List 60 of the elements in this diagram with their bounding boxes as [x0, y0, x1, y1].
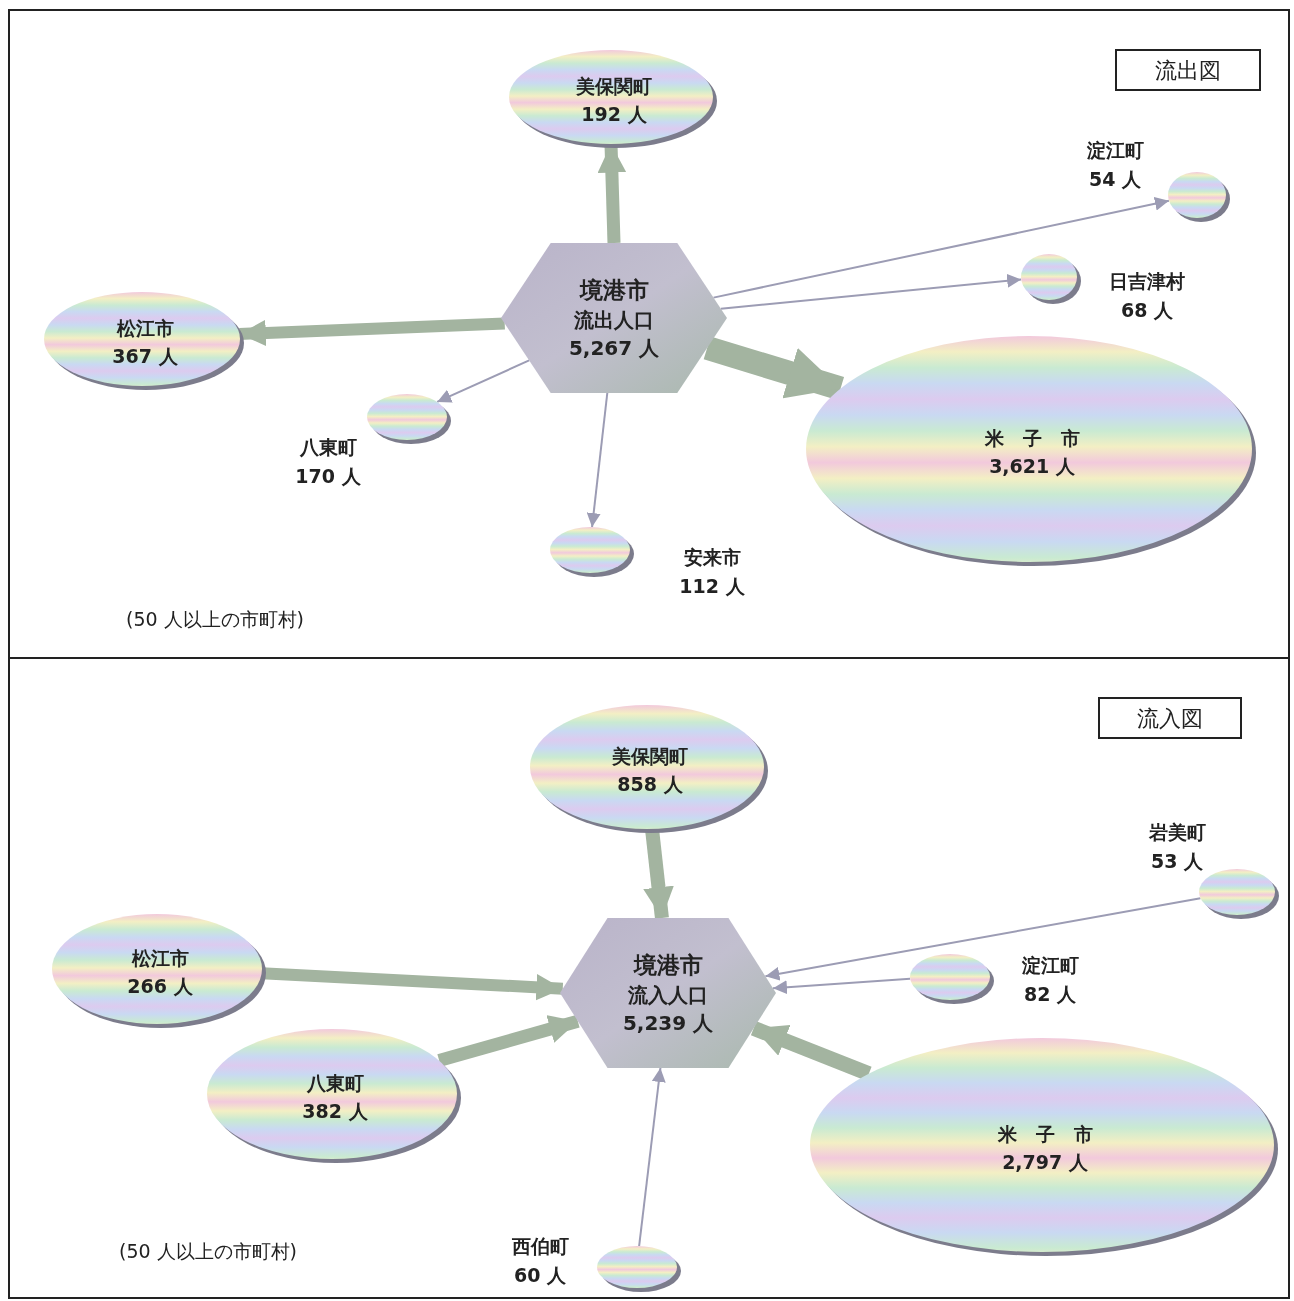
place-name: 米 子 市 — [997, 1121, 1093, 1147]
arrow — [239, 317, 505, 347]
place-name: 日吉津村 — [1109, 268, 1185, 294]
title-box — [1115, 49, 1261, 91]
population-count: 858 人 — [617, 772, 683, 797]
population-count: 3,621 人 — [989, 454, 1075, 479]
place-name: 美保関町 — [576, 73, 652, 99]
place-ellipse — [206, 1028, 464, 1166]
place-name: 松江市 — [116, 315, 174, 341]
population-count: 5,267 人 — [568, 335, 660, 363]
arrow — [719, 273, 1023, 310]
place-ellipse — [43, 291, 247, 393]
note: (50 人以上の市町村) — [126, 607, 304, 632]
note: (50 人以上の市町村) — [119, 1239, 297, 1264]
arrow — [437, 1014, 580, 1067]
arrow — [771, 977, 912, 995]
population-count: 367 人 — [112, 344, 178, 369]
place-name: 境港市 — [633, 950, 703, 980]
place-ellipse — [51, 913, 269, 1031]
place-name: 八東町 — [306, 1070, 364, 1096]
population-count: 流入人口 — [628, 982, 708, 1010]
population-count: 流出人口 — [574, 307, 654, 335]
population-count: 5,239 人 — [622, 1010, 714, 1038]
population-count: 68 人 — [1120, 297, 1174, 323]
population-count: 60 人 — [513, 1262, 567, 1288]
place-name: 淀江町 — [1086, 137, 1144, 163]
place-name: 西伯町 — [511, 1233, 569, 1259]
arrow — [764, 897, 1202, 981]
place-name: 淀江町 — [1021, 952, 1079, 978]
place-name: 松江市 — [131, 945, 189, 971]
arrow — [712, 196, 1170, 299]
population-count: 2,797 人 — [1002, 1150, 1088, 1175]
arrow — [436, 359, 531, 403]
place-name: 流出図 — [1155, 56, 1221, 85]
place-name: 八東町 — [299, 434, 357, 460]
place-name: 美保関町 — [612, 743, 688, 769]
population-count: 170 人 — [295, 463, 361, 489]
place-ellipse — [529, 704, 771, 836]
place-ellipse — [805, 335, 1259, 569]
place-name: 流入図 — [1137, 704, 1203, 733]
place-name: 境港市 — [579, 275, 649, 305]
population-count: 382 人 — [302, 1099, 368, 1124]
arrow — [703, 336, 845, 401]
arrow — [638, 1067, 666, 1248]
population-count: 53 人 — [1150, 848, 1204, 874]
hexagon-node — [560, 918, 776, 1068]
arrow — [586, 392, 609, 529]
place-name: 米 子 市 — [984, 425, 1080, 451]
population-count: 82 人 — [1023, 981, 1077, 1007]
population-count: 192 人 — [581, 102, 647, 127]
place-ellipse — [508, 49, 720, 151]
place-name: 岩美町 — [1148, 819, 1206, 845]
place-ellipse — [809, 1037, 1281, 1259]
title-box — [1098, 697, 1242, 739]
place-name: 安来市 — [683, 544, 741, 570]
arrow — [750, 1021, 872, 1081]
hexagon-node — [501, 243, 727, 393]
population-count: 54 人 — [1088, 166, 1142, 192]
population-count: 112 人 — [679, 573, 745, 599]
population-count: 266 人 — [127, 974, 193, 999]
